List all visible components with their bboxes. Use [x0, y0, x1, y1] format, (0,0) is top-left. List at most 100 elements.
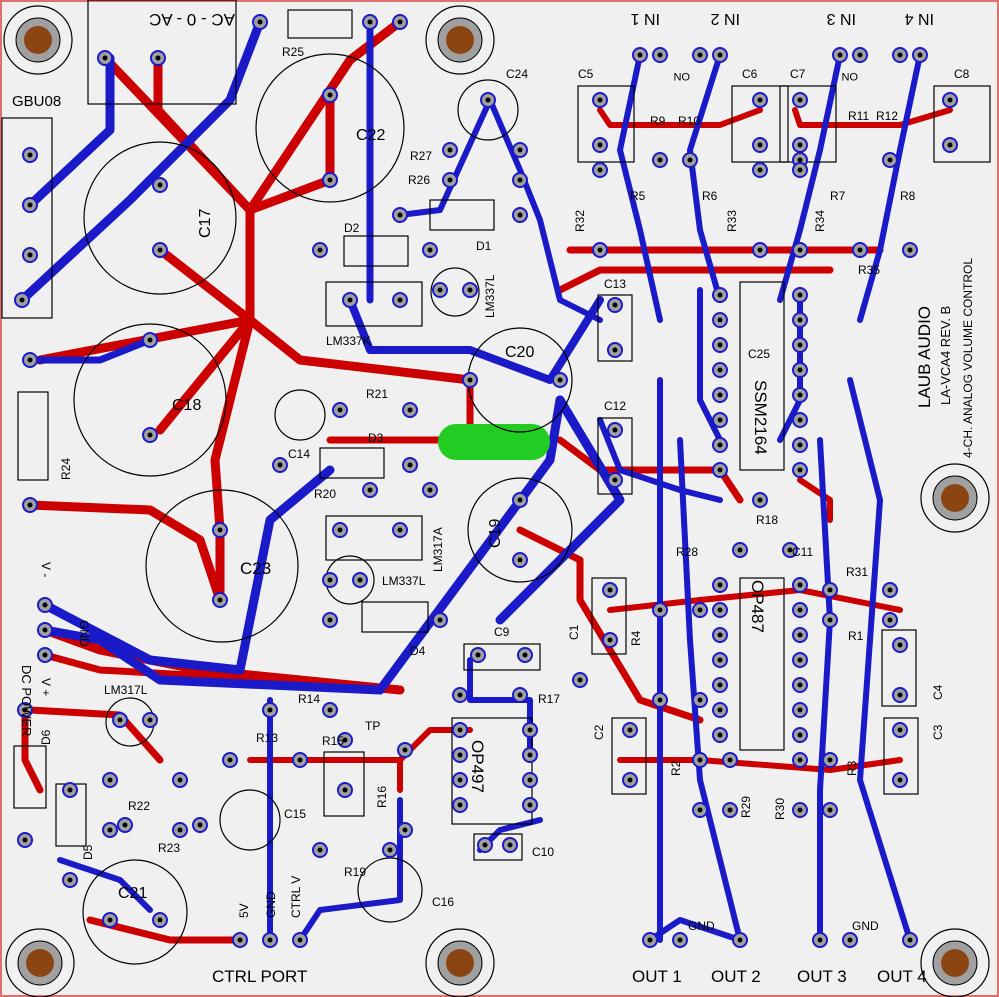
pad-drill: [227, 757, 233, 763]
d4-outline: [361, 601, 429, 633]
res-r4-label: R4: [629, 630, 643, 646]
pad-drill: [107, 917, 113, 923]
pad-drill: [67, 787, 73, 793]
pad-drill: [627, 727, 633, 733]
d1-area-outline: [429, 199, 495, 231]
r20-area-outline: [319, 447, 385, 479]
res-r35-label: R35: [858, 263, 880, 277]
c23-trace: [210, 315, 255, 605]
reg-lm317l-label: LM317L: [104, 683, 148, 697]
mounting-hole-drill: [446, 26, 474, 54]
c17-outline: [83, 141, 237, 295]
top-layer-traces: [21, 17, 953, 944]
pad-drill: [437, 287, 443, 293]
pad-drill: [887, 157, 893, 163]
pad-drill: [897, 692, 903, 698]
pad-drill: [157, 182, 163, 188]
pad-drill: [797, 417, 803, 423]
cap-c5-label: C5: [578, 67, 594, 81]
pad-drill: [797, 342, 803, 348]
pad-drill: [797, 292, 803, 298]
pad-drill: [717, 442, 723, 448]
ac-terminal-outline: [87, 0, 237, 105]
cap-c3-label: C3: [931, 724, 945, 740]
res-r17-label: R17: [538, 692, 560, 706]
silkscreen-labels: LAUB AUDIO LA-VCA4 REV. B 4-CH. ANALOG V…: [12, 10, 975, 986]
lm317a-outline: [325, 515, 423, 561]
pad-drill: [697, 807, 703, 813]
c8-outline: [933, 85, 991, 163]
pad-drill: [27, 357, 33, 363]
pad-drill: [342, 737, 348, 743]
pad-drill: [337, 407, 343, 413]
res-r5-label: R5: [630, 189, 646, 203]
diode-d4-label: D4: [410, 644, 426, 658]
d6-outline: [13, 745, 47, 809]
pad-drill: [117, 717, 123, 723]
cap-c9-label: C9: [494, 625, 510, 639]
pad-drill: [397, 19, 403, 25]
c15-outline: [219, 789, 281, 851]
reg-lm337k-label: LM337K: [326, 334, 371, 348]
pad-drill: [717, 632, 723, 638]
c24-net: [397, 97, 603, 323]
pad-drill: [717, 707, 723, 713]
pad-drill: [797, 632, 803, 638]
pad-drill: [907, 937, 913, 943]
d2-outline: [343, 235, 409, 267]
res-r15-label: R15: [322, 734, 344, 748]
pad-drill: [147, 337, 153, 343]
res-r12-label: R12: [876, 109, 898, 123]
c18-trace: [155, 315, 255, 435]
pad-drill: [907, 247, 913, 253]
pad-drill: [697, 607, 703, 613]
cap-c21-label: C21: [118, 885, 147, 902]
pad-drill: [427, 247, 433, 253]
pad-drill: [327, 92, 333, 98]
output-gnd-label-b: GND: [852, 919, 879, 933]
cap-c4-label: C4: [931, 684, 945, 700]
pad-drill: [42, 652, 48, 658]
reg-lm337l-mid-label: LM337L: [382, 574, 426, 588]
pad-drill: [457, 692, 463, 698]
pad-drill: [42, 627, 48, 633]
cap-c1-label: C1: [567, 624, 581, 640]
pad-drill: [612, 302, 618, 308]
pad-drill: [22, 837, 28, 843]
pad-drill: [797, 142, 803, 148]
pad-drill: [297, 937, 303, 943]
pad-drill: [527, 727, 533, 733]
pad-drill: [27, 202, 33, 208]
in4-trace: [857, 52, 923, 323]
cap-c20-label: C20: [505, 344, 534, 361]
res-r26-label: R26: [408, 173, 430, 187]
pad-drill: [437, 617, 443, 623]
ctrl-port-label: CTRL PORT: [212, 967, 307, 986]
res-r30-label: R30: [773, 798, 787, 820]
c21-outline: [82, 859, 188, 965]
pad-drill: [717, 582, 723, 588]
pad-drill: [847, 937, 853, 943]
bridge-trace-b: [25, 53, 115, 210]
pad-drill: [367, 19, 373, 25]
res-r9-label: R9: [650, 114, 666, 128]
c22-outline: [255, 53, 405, 203]
pad-drill: [637, 52, 643, 58]
pad-drill: [607, 637, 613, 643]
pad-drill: [475, 652, 481, 658]
pad-drill: [657, 697, 663, 703]
pad-drill: [897, 52, 903, 58]
reg-lm337l-top-outline: [430, 267, 480, 317]
bridge-label: GBU08: [12, 93, 61, 110]
out3-trace: [817, 437, 833, 943]
cap-c18-label: C18: [172, 397, 201, 414]
c17-trace: [155, 245, 255, 325]
bridge-trace-a: [17, 17, 265, 305]
pad-drill: [612, 427, 618, 433]
pad-drill: [697, 52, 703, 58]
pad-drill: [155, 55, 161, 61]
mounting-hole-drill: [941, 949, 969, 977]
res-r23-label: R23: [158, 841, 180, 855]
pad-drill: [107, 777, 113, 783]
